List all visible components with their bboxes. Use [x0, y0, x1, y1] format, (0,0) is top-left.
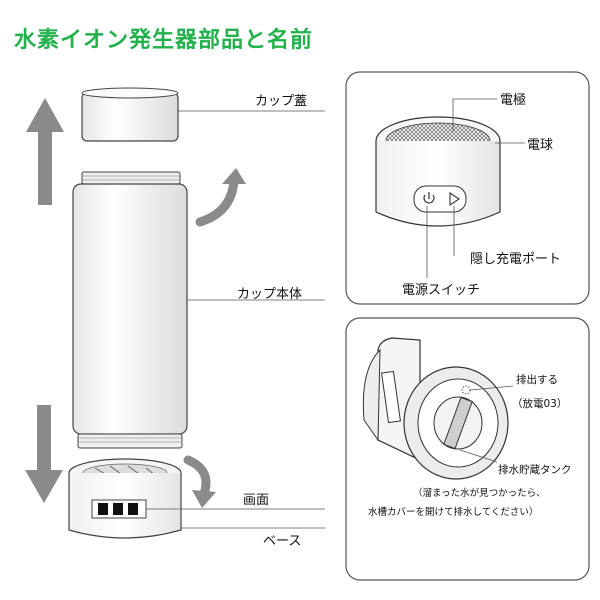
label-drain: 排出する — [516, 374, 558, 386]
label-tank-note-2: 水槽カバーを開けて排水してください） — [368, 507, 539, 518]
label-electrode: 電極 — [500, 93, 527, 108]
twist-arrow-icon — [195, 168, 246, 227]
up-arrow-icon — [26, 98, 64, 205]
label-charge-port: 隠し充電ポート — [470, 252, 562, 267]
screen-segment-1 — [98, 503, 108, 515]
label-cup-lid: カップ蓋 — [255, 94, 308, 109]
label-power-switch: 電源スイッチ — [402, 283, 481, 298]
power-icon — [423, 192, 435, 204]
twist-arrow-base-icon — [183, 455, 216, 508]
label-discharge-note: （放電03） — [512, 398, 568, 410]
cup-lid — [81, 87, 179, 142]
top-detail-panel — [345, 71, 590, 305]
label-base: ベース — [263, 534, 302, 549]
label-bulb: 電球 — [527, 138, 554, 153]
label-tank-note-1: （溜まった水が見つかったら、 — [413, 488, 546, 499]
down-arrow-icon — [25, 405, 63, 503]
base-unit — [68, 458, 182, 539]
label-cup-body: カップ本体 — [237, 287, 303, 302]
play-icon — [449, 191, 460, 207]
screen-segment-3 — [128, 503, 138, 515]
page-title: 水素イオン発生器部品と名前 — [14, 27, 314, 53]
screen-segment-2 — [113, 503, 123, 515]
bottom-detail-panel — [345, 317, 590, 581]
label-tank: 排水貯蔵タンク — [498, 464, 572, 476]
cup-body — [72, 171, 188, 449]
label-screen: 画面 — [243, 493, 270, 508]
